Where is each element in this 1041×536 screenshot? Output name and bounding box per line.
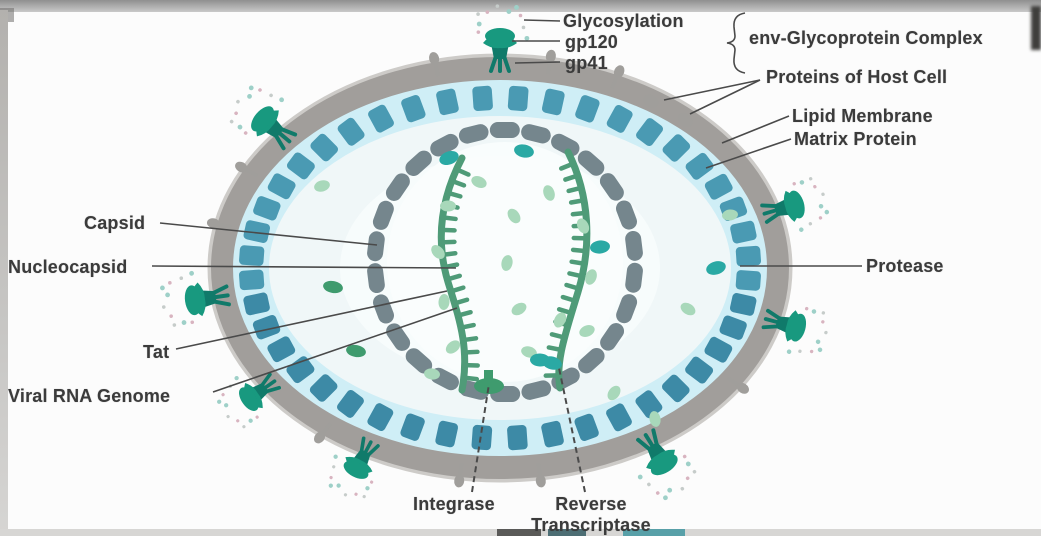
label-integrase: Integrase <box>413 494 495 514</box>
membrane-stubs <box>206 49 749 488</box>
remnant-protein-stub <box>429 52 440 77</box>
right-edge-shadow <box>1031 6 1041 50</box>
window-left-edge <box>0 10 8 536</box>
env-glycoprotein-spikes <box>160 4 830 501</box>
glycoprotein-spike <box>476 4 530 73</box>
remnant-protein-stub <box>313 422 333 444</box>
remnant-protein-stub <box>535 462 546 488</box>
glycoprotein-spike <box>761 306 828 355</box>
glycoprotein-spike <box>636 428 697 501</box>
remnant-protein-stub <box>235 161 259 178</box>
glycoprotein-spike <box>328 436 380 499</box>
label-tat: Tat <box>143 342 170 362</box>
label-viral-rna-genome: Viral RNA Genome <box>8 386 171 406</box>
remnant-protein-stub <box>610 65 625 89</box>
glycoprotein-spike <box>217 372 282 429</box>
label-env-glycoprotein-complex: env-Glycoprotein Complex <box>749 28 983 48</box>
viral-rna-strands <box>437 148 591 394</box>
label-nucleocapsid: Nucleocapsid <box>8 257 128 277</box>
glycoprotein-spike <box>160 270 231 327</box>
leader-lines <box>151 12 862 493</box>
label-gp120: gp120 <box>565 32 619 52</box>
glycoprotein-spike <box>760 177 830 232</box>
bottom-edge-segment <box>623 529 685 536</box>
label-lipid-membrane: Lipid Membrane <box>792 106 933 126</box>
remnant-protein-stub <box>206 218 232 229</box>
label-matrix-protein: Matrix Protein <box>794 129 917 149</box>
label-glycosylation: Glycosylation <box>563 11 684 31</box>
env-complex-brace <box>726 12 746 74</box>
window-top-edge <box>0 0 1041 12</box>
label-gp41: gp41 <box>565 53 608 73</box>
label-capsid: Capsid <box>84 213 146 233</box>
bottom-edge-segment <box>497 529 541 536</box>
label-protease: Protease <box>866 256 944 276</box>
protein-blobs <box>314 144 738 427</box>
remnant-protein-stub <box>454 462 465 488</box>
remnant-protein-stub <box>727 376 749 394</box>
glycoprotein-spike <box>229 85 298 151</box>
host-cell-protein <box>678 113 693 128</box>
label-reverse-transcriptase: Reverse Transcriptase <box>531 494 651 535</box>
host-cell-protein <box>643 94 659 108</box>
bottom-edge-segment <box>548 529 586 536</box>
label-proteins-of-host-cell: Proteins of Host Cell <box>766 67 948 87</box>
